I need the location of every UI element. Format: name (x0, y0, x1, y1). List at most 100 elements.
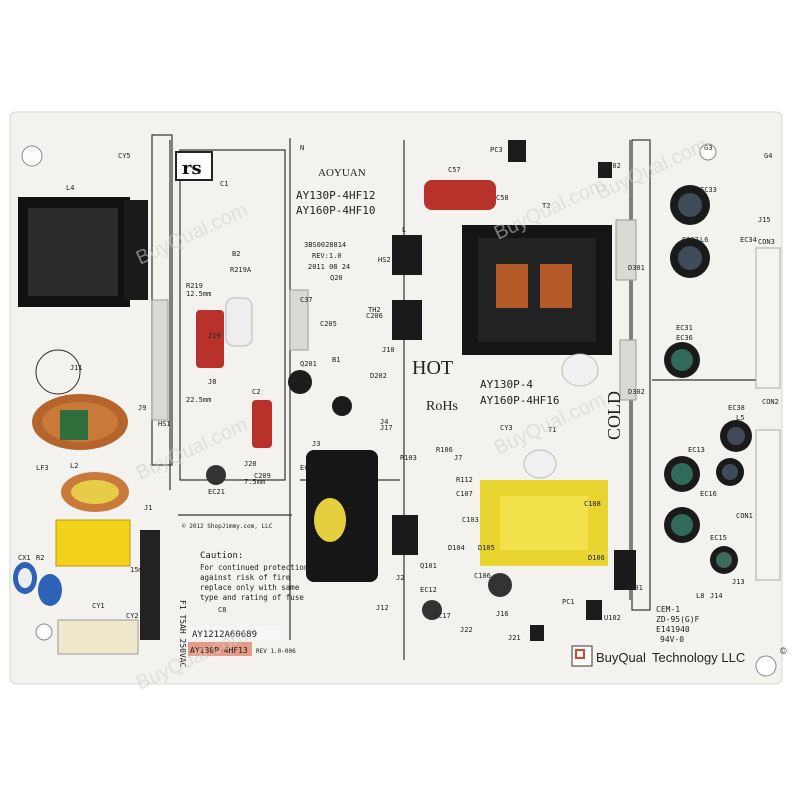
ref-designator: EC38 (728, 404, 745, 412)
ref-designator: CX1 (18, 554, 31, 562)
ref-designator: J2 (396, 574, 404, 582)
reference-designators: L4CY5HS1C1B2R219AR219J1912.5mmJ822.5mmC2… (18, 144, 779, 642)
con3-connector (755, 247, 781, 389)
ref-designator: D104 (448, 544, 465, 552)
board-date: 2011 08 24 (308, 263, 350, 271)
handwritten-box (175, 151, 213, 181)
ref-designator: EC33 (700, 186, 717, 194)
input-connector (57, 619, 139, 655)
ref-designator: J22 (460, 626, 473, 634)
ref-designator: R106 (436, 446, 453, 454)
ref-designator: EC31 (676, 324, 693, 332)
ref-designator: R219A (230, 266, 252, 274)
caution-title: Caution: (200, 551, 243, 561)
ref-designator: J16 (496, 610, 509, 618)
ref-designator: Q201 (300, 360, 317, 368)
ref-designator: Q101 (420, 562, 437, 570)
ref-designator: J7 (454, 454, 462, 462)
ref-designator: EC12 (420, 586, 437, 594)
red-capacitor-top (424, 180, 496, 210)
ref-designator: J11 (70, 364, 83, 372)
ref-designator: EC21 (208, 488, 225, 496)
ref-designator: C209 (254, 472, 271, 480)
white-component (225, 297, 253, 347)
ref-designator: J8 (208, 378, 216, 386)
ref-designator: 15mm (130, 566, 147, 574)
ref-designator: EC13 (688, 446, 705, 454)
model-label-4: AY160P-4HF16 (480, 394, 559, 407)
ref-designator: HS2 (378, 256, 391, 264)
brand-badge: BuyQual Technology LLC © (571, 645, 787, 667)
ref-designator: C2 (252, 388, 260, 396)
ref-designator: J10 (382, 346, 395, 354)
ref-designator: EC32 (682, 236, 699, 244)
brand-silk: AOYUAN (318, 167, 366, 179)
ref-designator: C107 (456, 490, 473, 498)
ref-designator: J21 (508, 634, 521, 642)
ref-designator: LF3 (36, 464, 49, 472)
ref-designator: EC36 (676, 334, 693, 342)
ref-designator: C103 (462, 516, 479, 524)
ref-designator: CON2 (762, 398, 779, 406)
mounting-holes (21, 143, 777, 677)
ref-designator: L (402, 226, 406, 234)
ref-designator: L2 (70, 462, 78, 470)
board-id: 3BS0028814 (304, 241, 346, 249)
caution-line-3: replace only with same (200, 583, 300, 592)
red-capacitor-1 (196, 310, 224, 368)
ref-designator: EC17 (434, 612, 451, 620)
toroid-yellow (61, 472, 129, 512)
serial-sticker-text: AY1212A60689 (192, 630, 257, 640)
red-capacitor-2 (252, 400, 272, 448)
ref-designator: J19 (208, 332, 221, 340)
ref-designator: CY1 (92, 602, 105, 610)
ref-designator: C205 (320, 320, 337, 328)
ref-designator: PC3 (490, 146, 503, 154)
ul-label: ZD-95(G)F (656, 615, 700, 624)
board-rev: REV:1.0 (312, 252, 342, 260)
model-label-3: AY130P-4 (480, 378, 533, 391)
ref-designator: J20 (244, 460, 257, 468)
white-thermistor (561, 353, 599, 387)
cem-label: CEM-1 (656, 605, 680, 614)
heatsinks (151, 219, 637, 421)
ref-designator: T2 (542, 202, 550, 210)
ref-designator: D302 (628, 388, 645, 396)
rev-sticker-text: REV 1.0-006 (256, 648, 296, 655)
model-sticker-text: AY130P-4HF13 (190, 646, 248, 655)
ref-designator: C206 (366, 312, 383, 320)
white-thermistor-2 (523, 449, 557, 479)
ref-designator: J13 (732, 578, 745, 586)
ref-designator: G4 (764, 152, 772, 160)
ref-designator: C1 (220, 180, 228, 188)
ref-designator: T1 (548, 426, 556, 434)
ref-designator: CY3 (500, 424, 513, 432)
cold-label: COLD (604, 391, 624, 440)
fuse-f1 (140, 530, 160, 640)
ref-designator: C58 (496, 194, 509, 202)
ref-designator: 22.5mm (186, 396, 211, 404)
electrolytics-right (206, 185, 752, 620)
hot-label: HOT (412, 357, 453, 379)
ref-designator: CON1 (736, 512, 753, 520)
ref-designator: U102 (604, 614, 621, 622)
ref-designator: L4 (66, 184, 74, 192)
ref-designator: D105 (478, 544, 495, 552)
ref-designator: J14 (710, 592, 723, 600)
ref-designator: C106 (474, 572, 491, 580)
small-transistors (288, 140, 612, 641)
caution-line-2: against risk of fire (200, 573, 291, 582)
ref-designator: CY5 (118, 152, 131, 160)
ref-designator: D101 (626, 584, 643, 592)
model-label-2: AY160P-4HF10 (296, 204, 375, 217)
transformer-t2 (462, 225, 612, 355)
ref-designator: J3 (312, 440, 320, 448)
brand-tail-text: Technology LLC (652, 650, 745, 665)
ref-designator: 12.5mm (186, 290, 211, 298)
ref-designator: C108 (584, 500, 601, 508)
ref-designator: B2 (232, 250, 240, 258)
model-sticker (188, 642, 252, 656)
ref-designator: CON3 (758, 238, 775, 246)
copyright-silk: © 2012 ShopJimmy.com, LLC (182, 523, 273, 530)
toroid-l2 (32, 394, 128, 450)
